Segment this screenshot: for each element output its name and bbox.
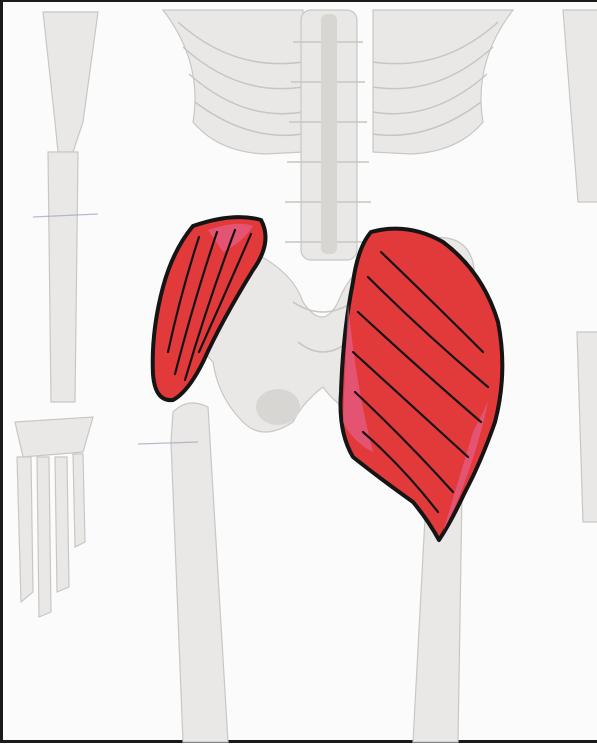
left-arm (15, 12, 98, 617)
right-muscle-shading (341, 229, 503, 540)
left-femur (171, 403, 228, 742)
skeleton-drawing (3, 2, 597, 745)
right-arm-edge (563, 10, 597, 522)
